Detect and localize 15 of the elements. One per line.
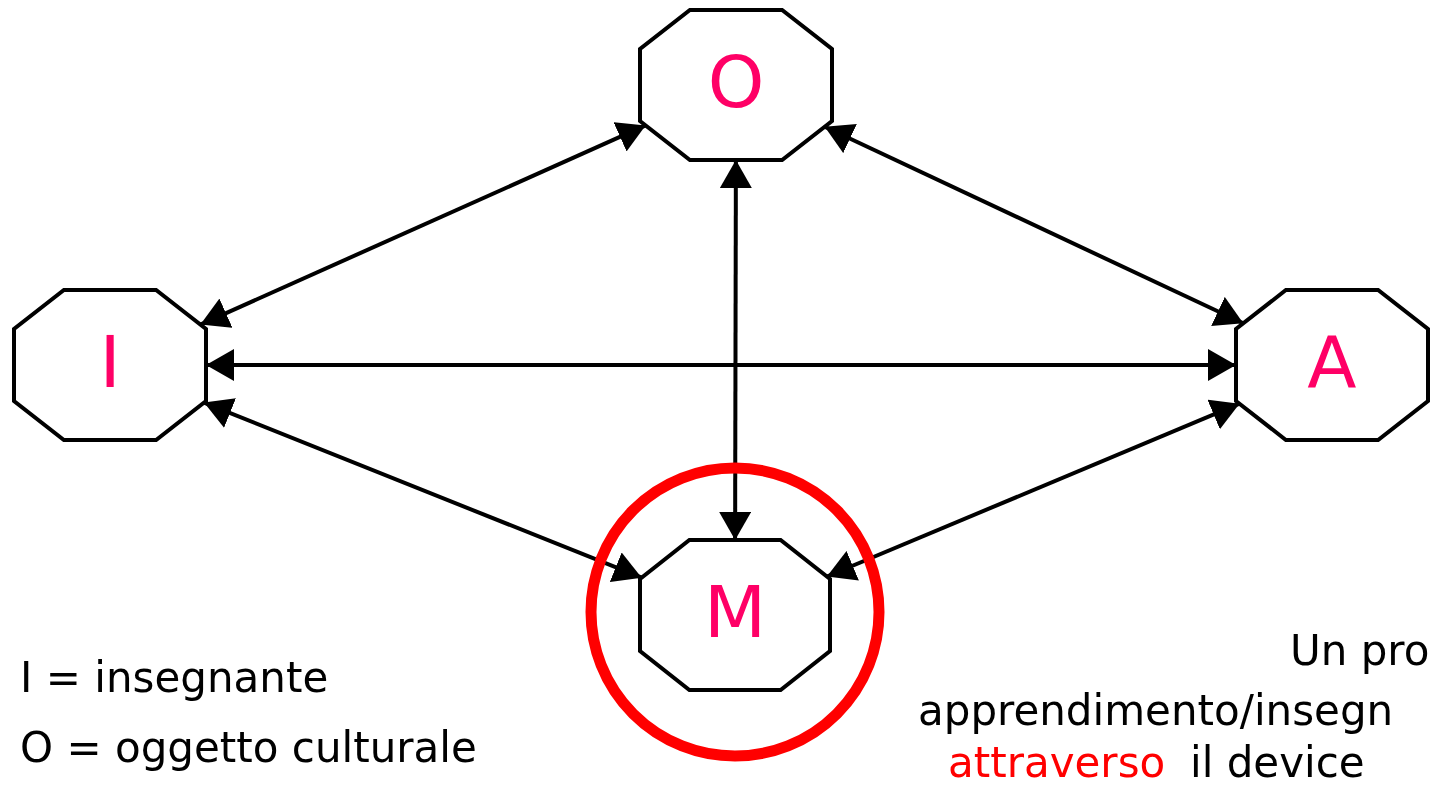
text-label: O = oggetto culturale: [20, 725, 477, 772]
double-arrow: [203, 398, 643, 583]
node-letter: A: [1307, 326, 1357, 399]
text-label: il device: [1190, 740, 1365, 787]
highlighted-word: attraverso: [948, 740, 1166, 787]
text-label: I = insegnante: [20, 655, 329, 702]
node-letter: O: [707, 46, 765, 119]
double-arrow: [823, 124, 1245, 326]
double-arrow: [826, 399, 1241, 581]
double-arrow: [719, 160, 752, 540]
node-letter: M: [703, 576, 767, 649]
node-letter: I: [99, 326, 121, 399]
text-label: Un pro: [1290, 628, 1430, 675]
text-label: apprendimento/insegn: [918, 688, 1394, 735]
double-arrow: [199, 122, 647, 328]
